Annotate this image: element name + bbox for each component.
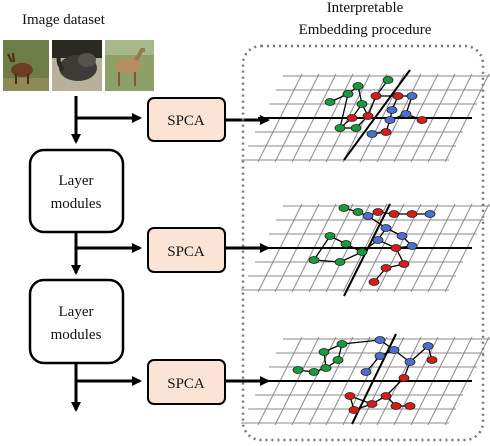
embedding-panel-2 bbox=[241, 203, 490, 297]
graph-node bbox=[404, 358, 416, 366]
graph-node bbox=[404, 402, 416, 410]
spca-label: SPCA bbox=[167, 113, 205, 129]
graph-node bbox=[422, 342, 434, 350]
embedding-panel-1 bbox=[241, 69, 490, 163]
graph-node bbox=[426, 356, 438, 364]
graph-node bbox=[334, 258, 346, 266]
embedding-panel-3 bbox=[241, 333, 490, 426]
graph-node bbox=[356, 100, 368, 108]
graph-node bbox=[400, 110, 412, 118]
graph-node bbox=[374, 336, 386, 344]
graph-node bbox=[342, 90, 354, 98]
graph-node bbox=[324, 232, 336, 240]
graph-node bbox=[308, 256, 320, 264]
graph-node bbox=[362, 212, 374, 220]
graph-node bbox=[356, 248, 368, 256]
embedding-title-line1: Interpretable bbox=[327, 0, 404, 16]
graph-node bbox=[346, 114, 358, 122]
graph-node bbox=[396, 232, 408, 240]
graph-node bbox=[308, 368, 320, 376]
graph-node bbox=[368, 278, 380, 286]
graph-node bbox=[350, 124, 362, 132]
graph-node bbox=[372, 236, 384, 244]
graph-node bbox=[366, 130, 378, 138]
graph-node bbox=[380, 392, 392, 400]
layer-label-line1: Layer bbox=[59, 173, 94, 189]
graph-node bbox=[340, 240, 352, 248]
graph-node bbox=[370, 92, 382, 100]
graph-node bbox=[362, 112, 374, 120]
axis-line bbox=[351, 333, 397, 425]
layer-label-line2: modules bbox=[51, 327, 102, 343]
graph-node bbox=[380, 224, 392, 232]
axis-line bbox=[343, 203, 391, 297]
spca-label: SPCA bbox=[167, 376, 205, 392]
graph-node bbox=[372, 208, 384, 216]
graph-node bbox=[392, 92, 404, 100]
graph-node bbox=[334, 124, 346, 132]
embedding-region-border bbox=[241, 44, 485, 442]
graph-node bbox=[332, 356, 344, 364]
graph-node bbox=[352, 82, 364, 90]
layer-label-line1: Layer bbox=[59, 304, 94, 320]
graph-node bbox=[338, 204, 350, 212]
graph-node bbox=[320, 364, 332, 372]
graph-node bbox=[424, 210, 436, 218]
image-dataset-title: Image dataset bbox=[22, 12, 106, 28]
layer-modules-box-1: Layer modules bbox=[28, 148, 125, 234]
graph-node bbox=[398, 374, 410, 382]
graph-node bbox=[374, 352, 386, 360]
graph-node bbox=[380, 128, 392, 136]
graph-node bbox=[292, 366, 304, 374]
graph-node bbox=[324, 98, 336, 106]
graph-node bbox=[386, 106, 398, 114]
graph-node bbox=[380, 264, 392, 272]
spca-box-2: SPCA bbox=[147, 227, 226, 273]
graph-node bbox=[360, 368, 372, 376]
layer-modules-box-2: Layer modules bbox=[28, 278, 125, 365]
layer-label-line2: modules bbox=[51, 196, 102, 212]
graph-node bbox=[406, 92, 418, 100]
spca-label: SPCA bbox=[167, 244, 205, 260]
graph-node bbox=[366, 400, 378, 408]
graph-node bbox=[416, 116, 428, 124]
ostrich-photo-icon bbox=[52, 40, 102, 91]
spca-box-1: SPCA bbox=[147, 97, 226, 142]
deer-photo-icon bbox=[105, 40, 154, 91]
graph-node bbox=[390, 402, 402, 410]
elk-photo-icon bbox=[3, 40, 49, 91]
graph-node bbox=[336, 340, 348, 348]
spca-box-3: SPCA bbox=[147, 359, 226, 405]
graph-node bbox=[318, 348, 330, 356]
graph-node bbox=[348, 406, 360, 414]
embedding-title-line2: Embedding procedure bbox=[299, 22, 432, 38]
graph-node bbox=[384, 116, 396, 124]
graph-node bbox=[382, 76, 394, 84]
graph-node bbox=[388, 346, 400, 354]
graph-node bbox=[344, 392, 356, 400]
graph-node bbox=[352, 208, 364, 216]
graph-node bbox=[398, 260, 410, 268]
graph-node bbox=[406, 210, 418, 218]
axis-line bbox=[343, 69, 411, 161]
graph-node bbox=[390, 244, 402, 252]
graph-node bbox=[406, 242, 418, 250]
graph-node bbox=[388, 210, 400, 218]
